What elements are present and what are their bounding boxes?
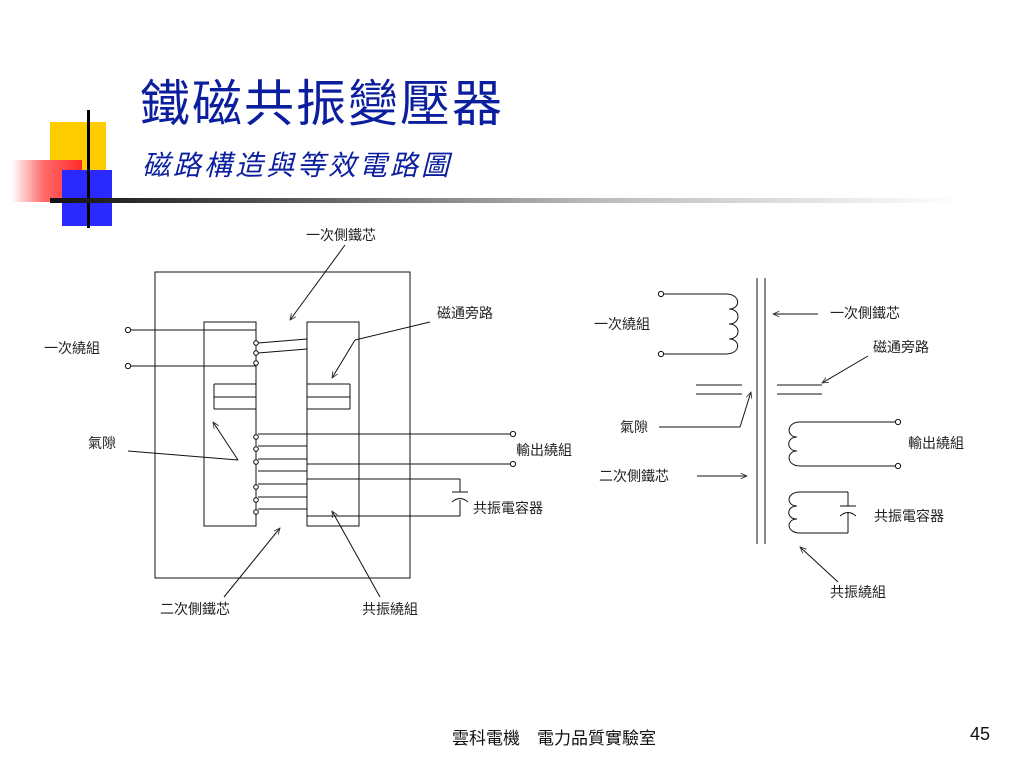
equivalent-circuit-diagram [657, 278, 902, 583]
label-primary-winding: 一次繞組 [44, 341, 100, 357]
output-coil [788, 421, 801, 467]
label-magnetic-shunt-eq: 磁通旁路 [873, 339, 929, 356]
label-resonant-winding-eq: 共振繞組 [830, 585, 886, 601]
label-resonant-capacitor: 共振電容器 [473, 500, 543, 517]
primary-coil-turns [253, 338, 308, 366]
label-output-winding-eq: 輸出繞組 [908, 436, 964, 452]
label-resonant-capacitor-eq: 共振電容器 [874, 508, 944, 525]
label-resonant-winding: 共振繞組 [362, 602, 418, 618]
label-primary-winding-eq: 一次繞組 [594, 317, 650, 333]
primary-terminal-top [124, 326, 132, 334]
shunt-plates-left [213, 383, 256, 410]
resonant-coil [788, 491, 801, 534]
primary-coil [725, 293, 739, 355]
label-magnetic-shunt: 磁通旁路 [437, 305, 493, 322]
footer-text: 雲科電機 電力品質實驗室 [452, 729, 656, 749]
label-primary-core-eq: 一次側鐵芯 [830, 305, 900, 322]
resonant-coil-turns [253, 478, 469, 517]
label-secondary-core-eq: 二次側鐵芯 [599, 468, 669, 485]
title-underline [50, 198, 960, 203]
label-secondary-core: 二次側鐵芯 [160, 601, 230, 618]
primary-terminal-bottom [124, 362, 132, 370]
page-number: 45 [970, 724, 991, 744]
outer-core-frame [154, 271, 411, 579]
label-output-winding: 輸出繞組 [516, 443, 572, 459]
magnetic-circuit-diagram [124, 244, 517, 598]
slide-subtitle: 磁路構造與等效電路圖 [142, 149, 453, 182]
output-coil-turns [253, 430, 517, 472]
shunt-plates-right [307, 383, 351, 410]
label-air-gap-eq: 氣隙 [620, 420, 648, 436]
right-core-leg [306, 321, 360, 527]
left-core-leg [203, 321, 257, 527]
decor-vertical-line [87, 110, 90, 228]
label-air-gap: 氣隙 [88, 436, 116, 452]
label-primary-core: 一次側鐵芯 [306, 227, 376, 244]
slide-title: 鐵磁共振變壓器 [140, 75, 504, 133]
